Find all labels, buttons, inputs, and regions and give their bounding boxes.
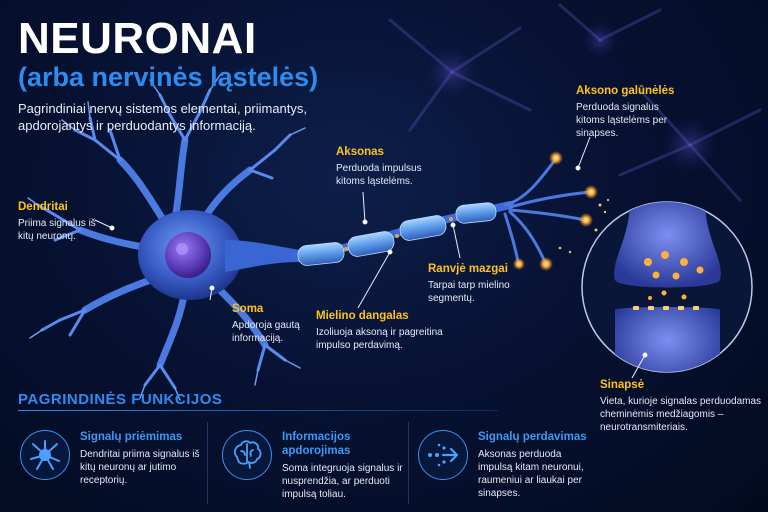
function-info-processing: Informacijos apdorojimas Soma integruoja… <box>282 430 404 501</box>
label-desc: Priima signalus iš kitų neuronų. <box>18 218 96 242</box>
label-soma: Soma Apdoroja gautą informaciją. <box>232 302 322 345</box>
background-neurons <box>388 3 762 202</box>
label-desc: Perduoda impulsus kitoms ląstelėms. <box>336 163 422 187</box>
arrow-right-icon <box>418 430 468 480</box>
function-divider <box>408 422 409 504</box>
function-title: Informacijos apdorojimas <box>282 431 351 457</box>
label-title: Aksonas <box>336 146 384 158</box>
function-signal-receiving: Signalų priėmimas Dendritai priima signa… <box>80 430 200 487</box>
label-title: Sinapsė <box>600 379 645 391</box>
function-title: Signalų perdavimas <box>478 431 587 443</box>
terminal-glows <box>513 151 610 271</box>
function-desc: Dendritai priima signalus iš kitų neuron… <box>80 449 200 486</box>
pointer-lines <box>94 136 648 379</box>
label-aksonas: Aksonas Perduoda impulsus kitoms ląstelė… <box>336 145 436 188</box>
label-sinapse: Sinapsė Vieta, kurioje signalas perduoda… <box>600 378 762 434</box>
function-desc: Aksonas perduoda impulsą kitam neuronui,… <box>478 449 584 499</box>
neuron-icon <box>20 430 70 480</box>
label-dendritai: Dendritai Priima signalus iš kitų neuron… <box>18 200 128 243</box>
label-title: Soma <box>232 303 264 315</box>
myelin-sheath-segments <box>297 202 497 266</box>
brain-icon <box>222 430 272 480</box>
functions-section-title: PAGRINDINĖS FUNKCIJOS <box>18 391 223 408</box>
label-aksono-galuneles: Aksono galūnėlės Perduoda signalus kitom… <box>576 84 686 140</box>
section-divider <box>18 410 498 411</box>
function-divider <box>207 422 208 504</box>
soma-body <box>138 210 300 300</box>
intro-text: Pagrindiniai nervų sistemos elementai, p… <box>18 101 308 133</box>
label-desc: Perduoda signalus kitoms ląstelėms per s… <box>576 102 668 139</box>
label-desc: Apdoroja gautą informaciją. <box>232 320 300 344</box>
ranvier-nodes <box>344 217 453 251</box>
label-title: Mielino dangalas <box>316 310 409 322</box>
function-title: Signalų priėmimas <box>80 431 183 443</box>
label-title: Ranvjė mazgai <box>428 263 508 275</box>
label-desc: Tarpai tarp mielino segmentų. <box>428 280 510 304</box>
label-desc: Izoliuoja aksoną ir pagreitina impulso p… <box>316 327 443 351</box>
page-subtitle: (arba nervinės ląstelės) <box>18 62 319 92</box>
axon-terminals <box>503 158 592 264</box>
function-signal-transmission: Signalų perdavimas Aksonas perduoda impu… <box>478 430 588 500</box>
label-desc: Vieta, kurioje signalas perduodamas chem… <box>600 396 762 433</box>
nucleus <box>165 232 211 278</box>
synapse-inset <box>581 201 753 373</box>
label-ranvje-mazgai: Ranvjė mazgai Tarpai tarp mielino segmen… <box>428 262 528 305</box>
label-title: Dendritai <box>18 201 68 213</box>
label-mielino-dangalas: Mielino dangalas Izoliuoja aksoną ir pag… <box>316 309 456 352</box>
axon <box>291 201 514 266</box>
page-title: NEURONAI <box>18 14 257 63</box>
function-desc: Soma integruoja signalus ir nusprendžia,… <box>282 463 403 500</box>
label-title: Aksono galūnėlės <box>576 85 675 97</box>
